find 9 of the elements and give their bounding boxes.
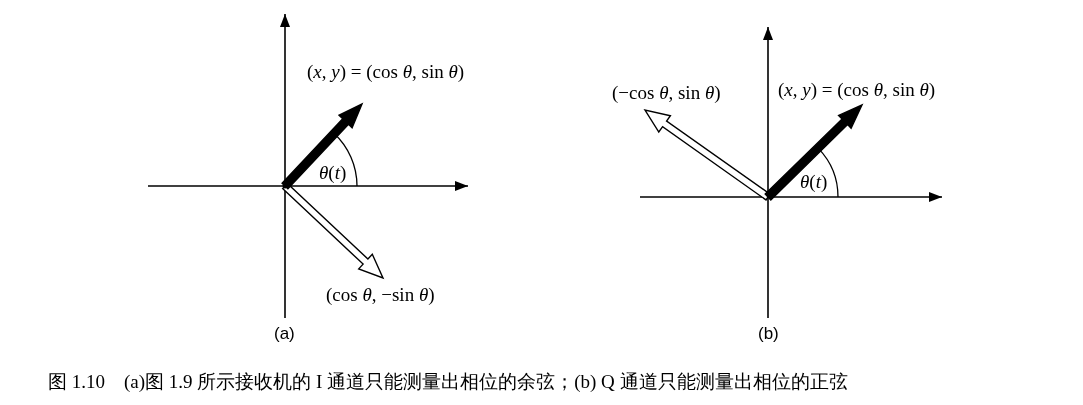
- coordinate-label: (x, y) = (cos θ, sin θ): [307, 62, 465, 83]
- panel-label: (a): [274, 325, 295, 344]
- coordinate-label: (cos θ, −sin θ): [326, 285, 435, 306]
- coordinate-label: (x, y) = (cos θ, sin θ): [778, 80, 936, 101]
- panel-label: (b): [758, 325, 779, 344]
- angle-label: θ(t): [800, 172, 828, 193]
- coordinate-label: (−cos θ, sin θ): [612, 83, 721, 104]
- angle-label: θ(t): [319, 163, 347, 184]
- figure-caption: 图 1.10 (a)图 1.9 所示接收机的 I 通道只能测量出相位的余弦；(b) Q 通道只能测量出相位的正弦: [48, 370, 848, 394]
